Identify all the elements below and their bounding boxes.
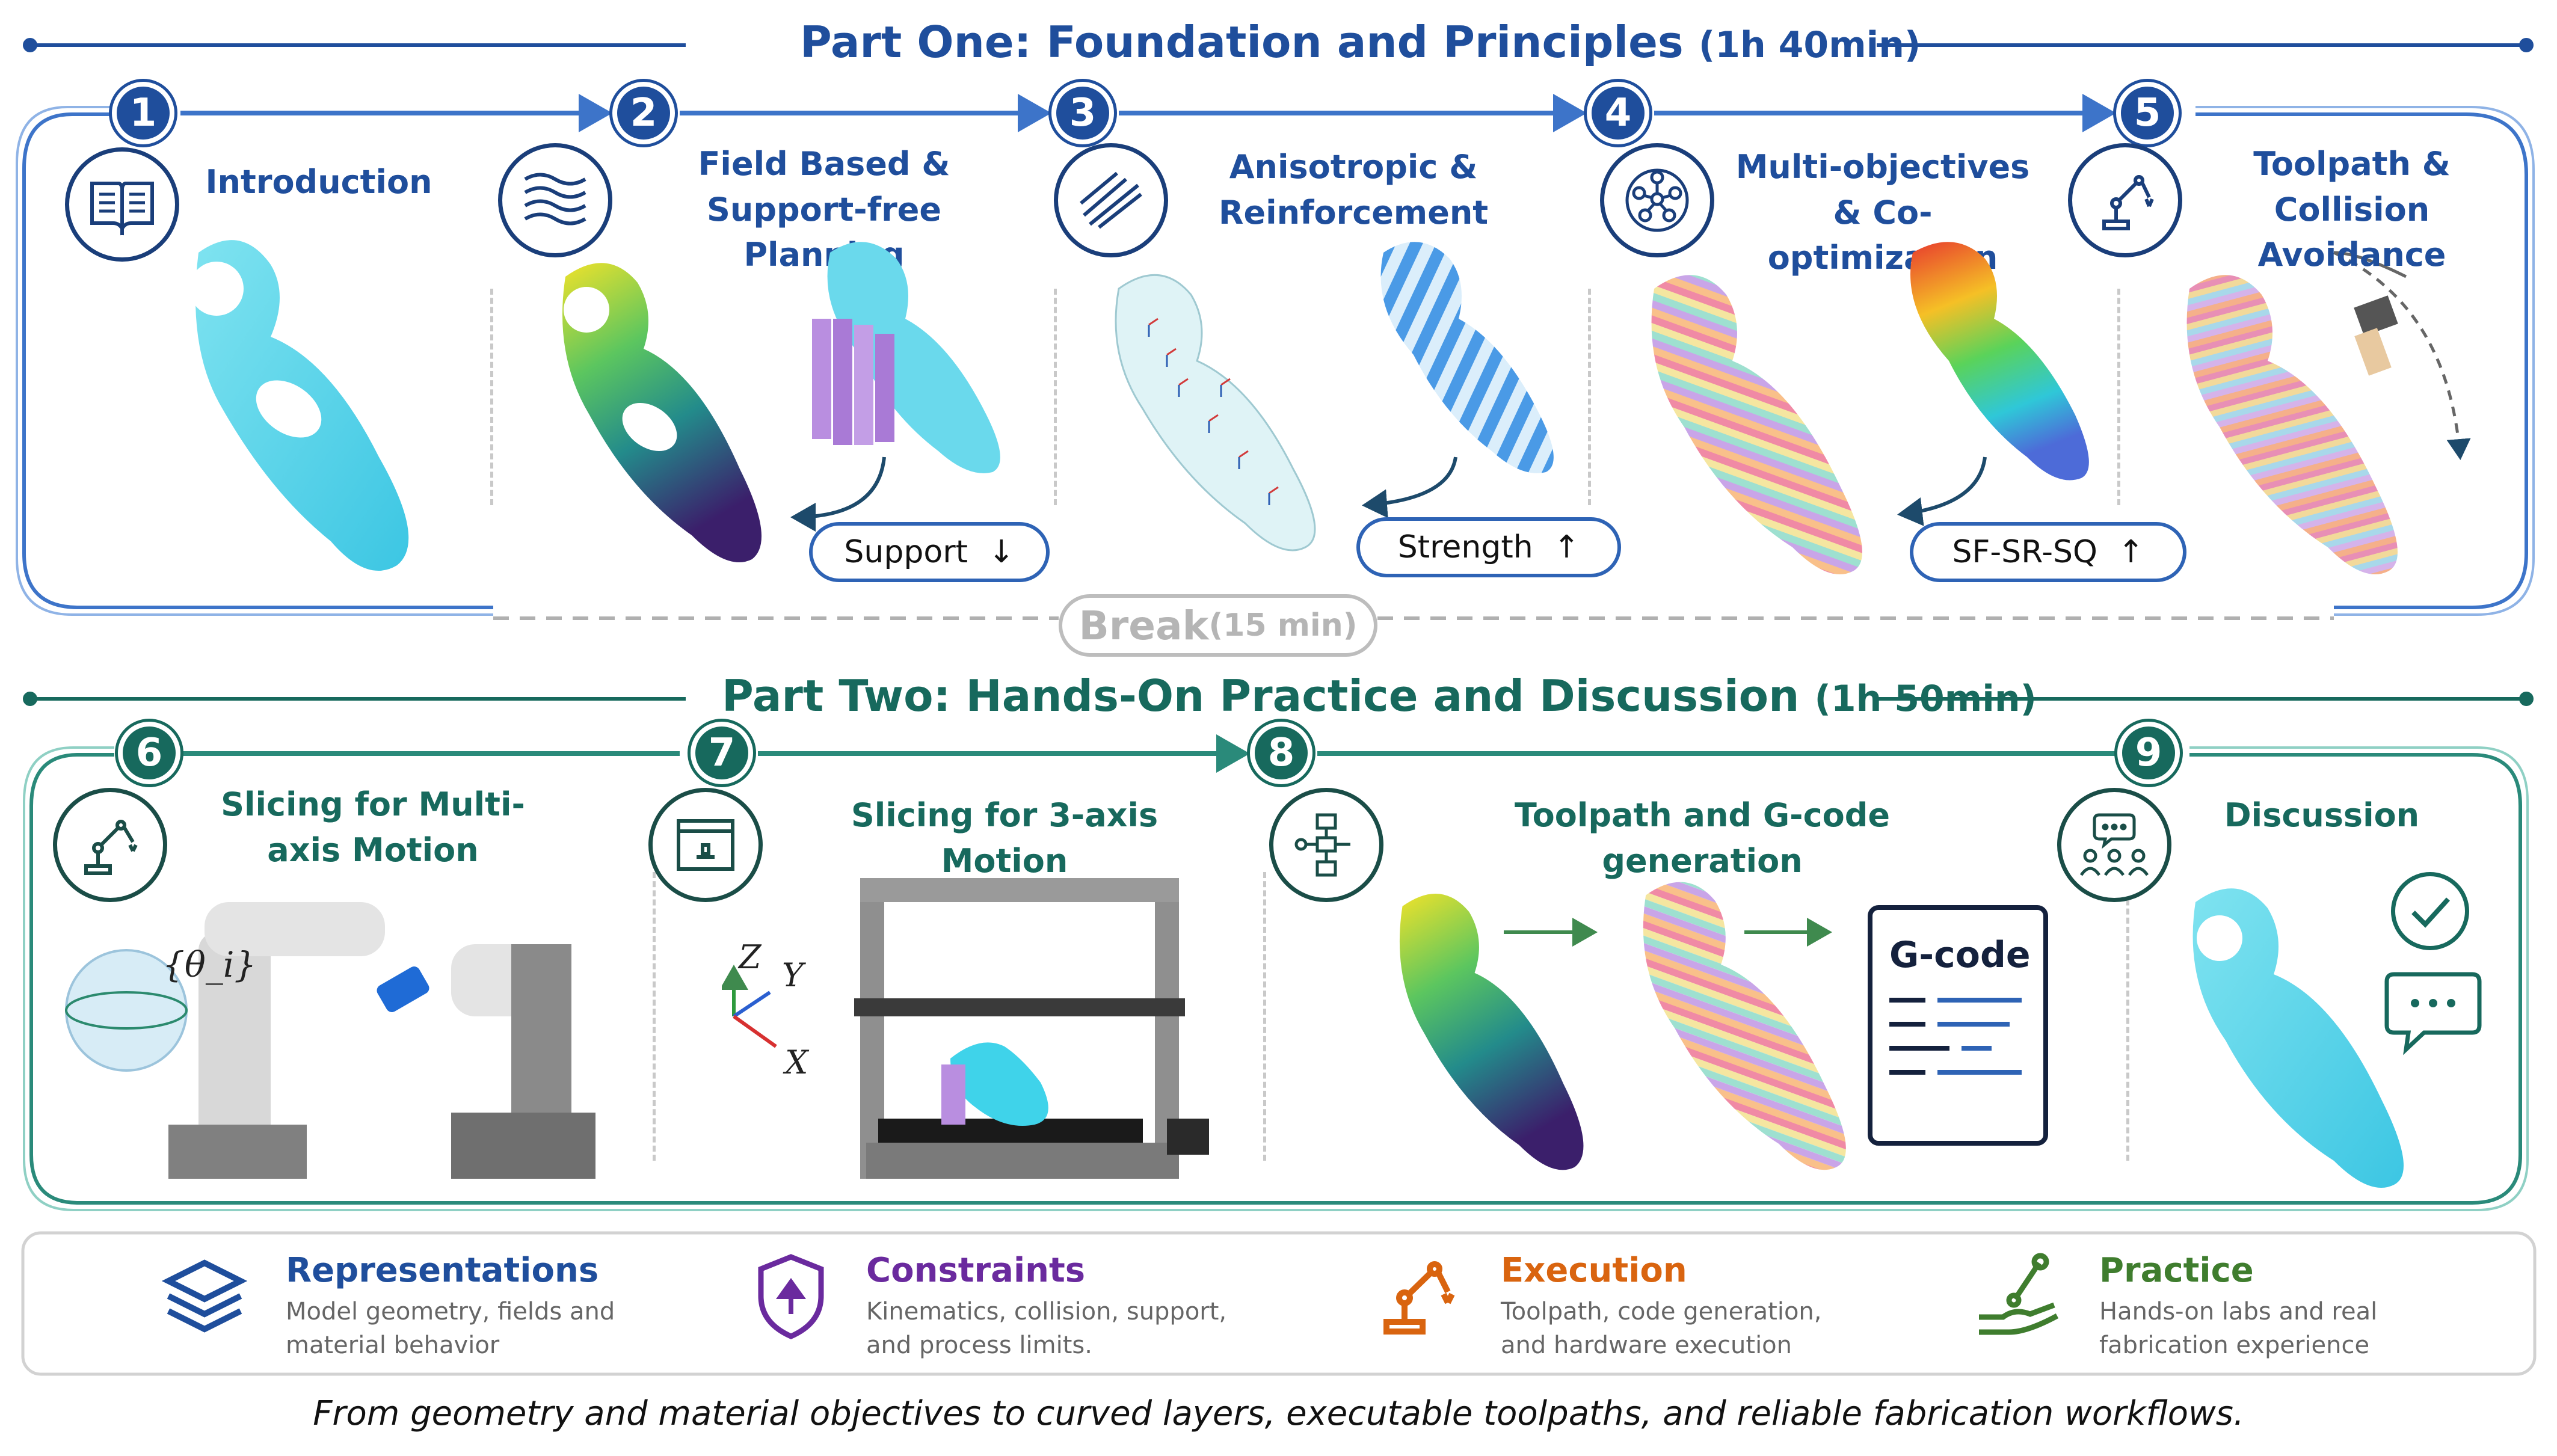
part-two-duration: (1h 50min) (1814, 678, 2037, 720)
model-illustration-8a (1399, 893, 1584, 1170)
model-illustration-8b (1643, 882, 1846, 1170)
step-5-title: Toolpath & Collision Avoidance (2253, 145, 2451, 274)
robot-arm-icon (53, 788, 167, 902)
checkmark-icon (2391, 872, 2469, 950)
text-lines-icon (1889, 998, 2022, 1075)
divider (490, 289, 493, 505)
pill-label: Support (844, 534, 968, 570)
model-illustration-2b (812, 242, 1000, 473)
step-6-title: Slicing for Multi-axis Motion (221, 785, 525, 869)
step-3-title: Anisotropic & Reinforcement (1218, 148, 1489, 232)
break-pill: Break (15 min) (1059, 594, 1377, 657)
layers-icon (161, 1259, 248, 1333)
hand-tool-icon (1979, 1253, 2059, 1335)
category-title: Representations (286, 1251, 599, 1290)
waves-icon (498, 143, 612, 257)
category-desc: Toolpath, code generation, and hardware … (1501, 1298, 1822, 1359)
part-two-title-text: Part Two: Hands-On Practice and Discussi… (722, 671, 1800, 721)
axis-y-label: Y (782, 956, 804, 994)
support-pill: Support ↓ (809, 522, 1050, 582)
robot-scene-illustration (65, 902, 595, 1179)
flowchart-icon (1269, 788, 1383, 902)
book-icon (65, 147, 179, 262)
category-title: Execution (1501, 1251, 1687, 1290)
step-1-title: Introduction (205, 163, 432, 201)
step-9-badge: 9 (2117, 722, 2180, 784)
axes-illustration (722, 965, 777, 1048)
printer-frame-icon (648, 788, 763, 902)
shield-icon (758, 1254, 824, 1339)
part-one-duration: (1h 40min) (1698, 24, 1921, 66)
category-title: Constraints (866, 1251, 1086, 1290)
speech-bubble-icon (2382, 968, 2484, 1061)
category-desc: Kinematics, collision, support, and proc… (866, 1298, 1227, 1359)
printer-illustration (854, 878, 1209, 1179)
part-one-title: Part One: Foundation and Principles (1h … (800, 17, 1921, 67)
divider (1054, 289, 1057, 505)
arrow-up-icon: ↑ (1553, 529, 1580, 565)
gcode-document: G-code (1868, 905, 2048, 1146)
model-illustration-9 (2192, 888, 2404, 1188)
model-illustration-4b (1910, 242, 2089, 481)
part-two-title: Part Two: Hands-On Practice and Discussi… (722, 671, 2037, 721)
category-representations: Representations Model geometry, fields a… (159, 1251, 623, 1362)
pill-label: Strength (1397, 529, 1533, 565)
pill-label: SF-SR-SQ (1952, 534, 2097, 570)
people-chat-icon (2057, 788, 2171, 902)
model-illustration-5 (2186, 275, 2398, 574)
category-desc: Model geometry, fields and material beha… (286, 1298, 615, 1359)
model-illustration-3a (1115, 274, 1316, 551)
robot-arm-icon (1383, 1261, 1455, 1335)
divider (1588, 289, 1591, 505)
footer-caption: From geometry and material objectives to… (313, 1394, 2244, 1433)
divider (2117, 289, 2120, 505)
break-duration: (15 min) (1208, 607, 1358, 644)
model-illustration-1 (189, 240, 409, 571)
arrow-down-icon: ↓ (988, 534, 1015, 570)
step-8-badge: 8 (1250, 722, 1312, 784)
divider (2126, 872, 2129, 1161)
category-title: Practice (2099, 1251, 2254, 1290)
model-illustration-2a (562, 263, 762, 562)
step-7-badge: 7 (691, 722, 753, 784)
part-one-title-text: Part One: Foundation and Principles (800, 17, 1684, 67)
break-label: Break (1078, 602, 1209, 649)
step-4-badge: 4 (1587, 82, 1649, 144)
robot-arm-icon (2068, 143, 2182, 257)
step-3-badge: 3 (1051, 82, 1114, 144)
step-6-badge: 6 (118, 722, 180, 784)
fibers-icon (1054, 143, 1168, 257)
strength-pill: Strength ↑ (1356, 517, 1621, 577)
sf-sr-sq-pill: SF-SR-SQ ↑ (1910, 522, 2186, 582)
theta-label: {θ_i} (162, 944, 257, 985)
step-9-title: Discussion (2224, 796, 2420, 834)
model-illustration-4a (1651, 275, 1862, 574)
network-icon (1600, 143, 1714, 257)
gcode-label: G-code (1889, 934, 2031, 976)
divider (653, 872, 656, 1161)
category-practice: Practice Hands-on labs and real fabricat… (1973, 1251, 2436, 1362)
step-1-badge: 1 (112, 82, 174, 144)
step-7-title: Slicing for 3-axis Motion (851, 796, 1158, 880)
divider (1263, 872, 1266, 1161)
step-2-badge: 2 (612, 82, 675, 144)
axis-x-label: X (785, 1043, 808, 1081)
category-constraints: Constraints Kinematics, collision, suppo… (752, 1251, 1239, 1362)
step-5-badge: 5 (2116, 82, 2179, 144)
category-execution: Execution Toolpath, code generation, and… (1374, 1251, 1874, 1362)
axis-z-label: Z (739, 938, 762, 976)
step-8-title: Toolpath and G-code generation (1515, 796, 1890, 880)
arrow-up-icon: ↑ (2117, 534, 2144, 570)
model-illustration-3b (1380, 242, 1554, 473)
category-desc: Hands-on labs and real fabrication exper… (2099, 1298, 2378, 1359)
